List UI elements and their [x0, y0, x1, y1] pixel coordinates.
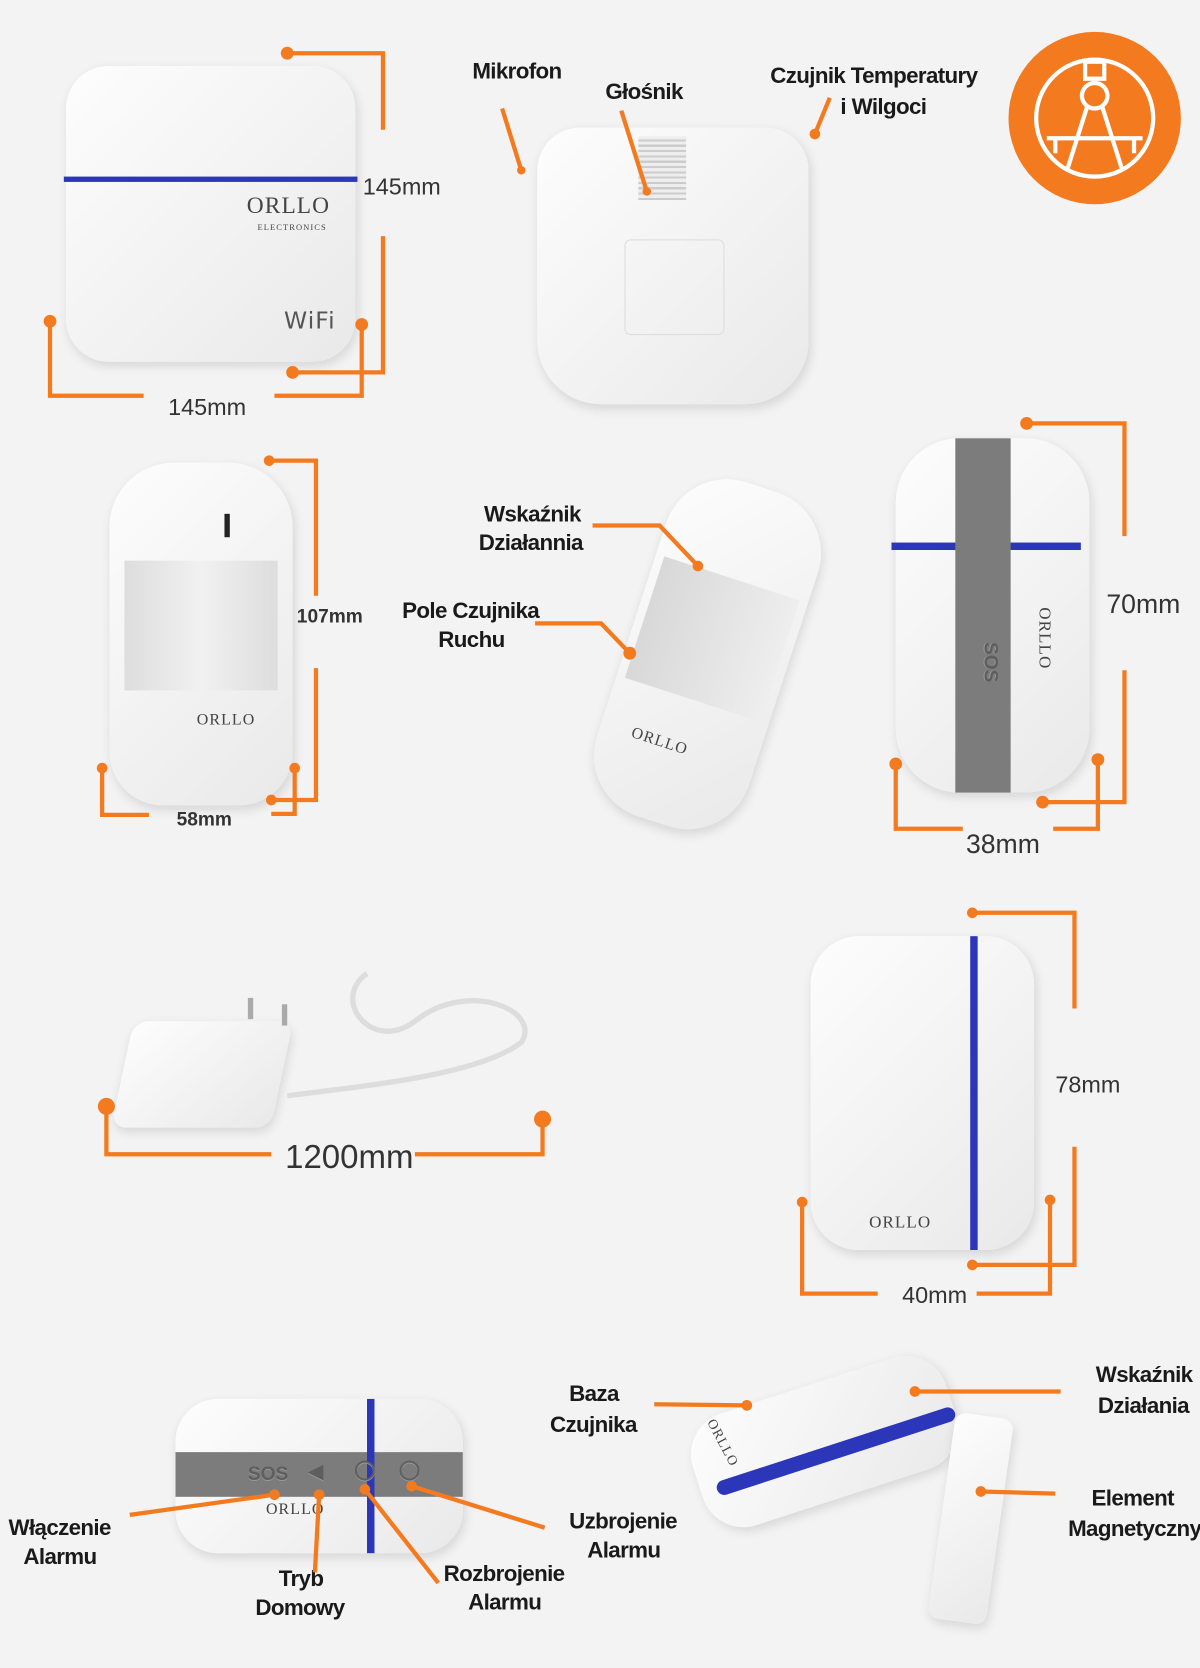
cable-length-label: 1200mm [285, 1138, 414, 1176]
speaker-label: Głośnik [605, 79, 683, 105]
pir-lens [124, 560, 278, 691]
temp-sensor-label-2: i Wilgoci [840, 94, 927, 120]
disarm-button[interactable]: ◯ [354, 1458, 376, 1480]
disarm-label-2: Alarmu [468, 1590, 542, 1615]
pir-width-label: 58mm [176, 808, 232, 830]
remote-button-leaders [129, 1484, 546, 1585]
home-mode-label-2: Domowy [255, 1595, 345, 1621]
hub-height-label: 145mm [362, 173, 441, 201]
remote-buttons-logo: ORLLO [265, 1501, 325, 1519]
arm-label-2: Alarmu [587, 1538, 661, 1563]
pir-led [224, 513, 230, 538]
door-indicator-label-1: Wskaźnik [1095, 1362, 1193, 1388]
charger-length-line [104, 1106, 545, 1157]
remote-band [955, 438, 1011, 793]
door-width-line [800, 1200, 1053, 1296]
charger-cable [286, 971, 528, 1099]
sos-button[interactable]: SOS [247, 1462, 289, 1485]
hub-stripe [63, 176, 358, 182]
sensor-base-label-1: Baza [569, 1381, 619, 1407]
door-width-label: 40mm [902, 1281, 968, 1309]
wifi-mark: WiFi [284, 308, 336, 336]
alarm-on-label-2: Alarmu [23, 1544, 97, 1570]
remote-image: SOS ORLLO [891, 438, 1090, 793]
magnet-label-1: Element [1091, 1486, 1174, 1511]
temp-sensor-label-1: Czujnik Temperatury [770, 63, 978, 89]
hub-back-leaders [500, 97, 832, 193]
hub-logo-sub: ELECTRONICS [257, 222, 327, 232]
pir-indicator-label-2: Działannia [478, 530, 584, 556]
door-indicator-label-2: Działania [1097, 1393, 1190, 1419]
hub-logo: ORLLO [246, 191, 331, 219]
arm-button[interactable]: ◯ [398, 1458, 421, 1480]
pir-logo: ORLLO [196, 711, 256, 729]
alarm-on-label-1: Włączenie [8, 1515, 112, 1541]
door-sensor-image: ORLLO [810, 936, 1035, 1251]
sensor-base-label-2: Czujnika [550, 1412, 637, 1438]
pir-indicator-label-1: Wskaźnik [484, 502, 581, 527]
door-side-leaders [654, 1389, 1061, 1496]
disarm-label-1: Rozbrojenie [443, 1561, 565, 1587]
home-mode-button[interactable]: ◀ [308, 1460, 324, 1482]
pir-field-label-1: Pole Czujnika [402, 598, 540, 624]
door-height-label: 78mm [1055, 1071, 1121, 1098]
pir-width-line [100, 768, 149, 818]
remote-button-stripe [367, 1398, 375, 1554]
battery-cover [624, 239, 725, 336]
door-height-line [972, 910, 1077, 1268]
door-stripe [970, 936, 978, 1251]
door-logo: ORLLO [869, 1213, 932, 1232]
remote-height-line [1026, 421, 1127, 805]
hub-front-image: ORLLO ELECTRONICS WiFi [63, 65, 358, 362]
pir-side-leaders [535, 523, 700, 655]
arm-label-1: Uzbrojenie [569, 1509, 677, 1535]
charger-pin [281, 1004, 288, 1026]
charger-pin [247, 997, 254, 1020]
compass-drafting-icon [1008, 31, 1181, 205]
hub-back-image [537, 127, 809, 405]
pir-height-label: 107mm [296, 605, 363, 627]
pir-height-line [269, 458, 319, 816]
remote-height-label: 70mm [1106, 589, 1181, 620]
pir-field-label-2: Ruchu [438, 627, 505, 653]
charger-image [111, 997, 294, 1133]
microphone-label: Mikrofon [472, 59, 562, 85]
pir-sensor-image: ORLLO [109, 462, 293, 806]
hub-height-line [287, 51, 386, 375]
remote-width-label: 38mm [965, 829, 1040, 860]
hub-width-label: 145mm [168, 393, 247, 421]
dimension-dots [43, 46, 1105, 1501]
hub-width-line [47, 321, 364, 398]
remote-width-line [893, 759, 1101, 831]
magnet-label-2: Magnetyczny [1068, 1517, 1200, 1542]
